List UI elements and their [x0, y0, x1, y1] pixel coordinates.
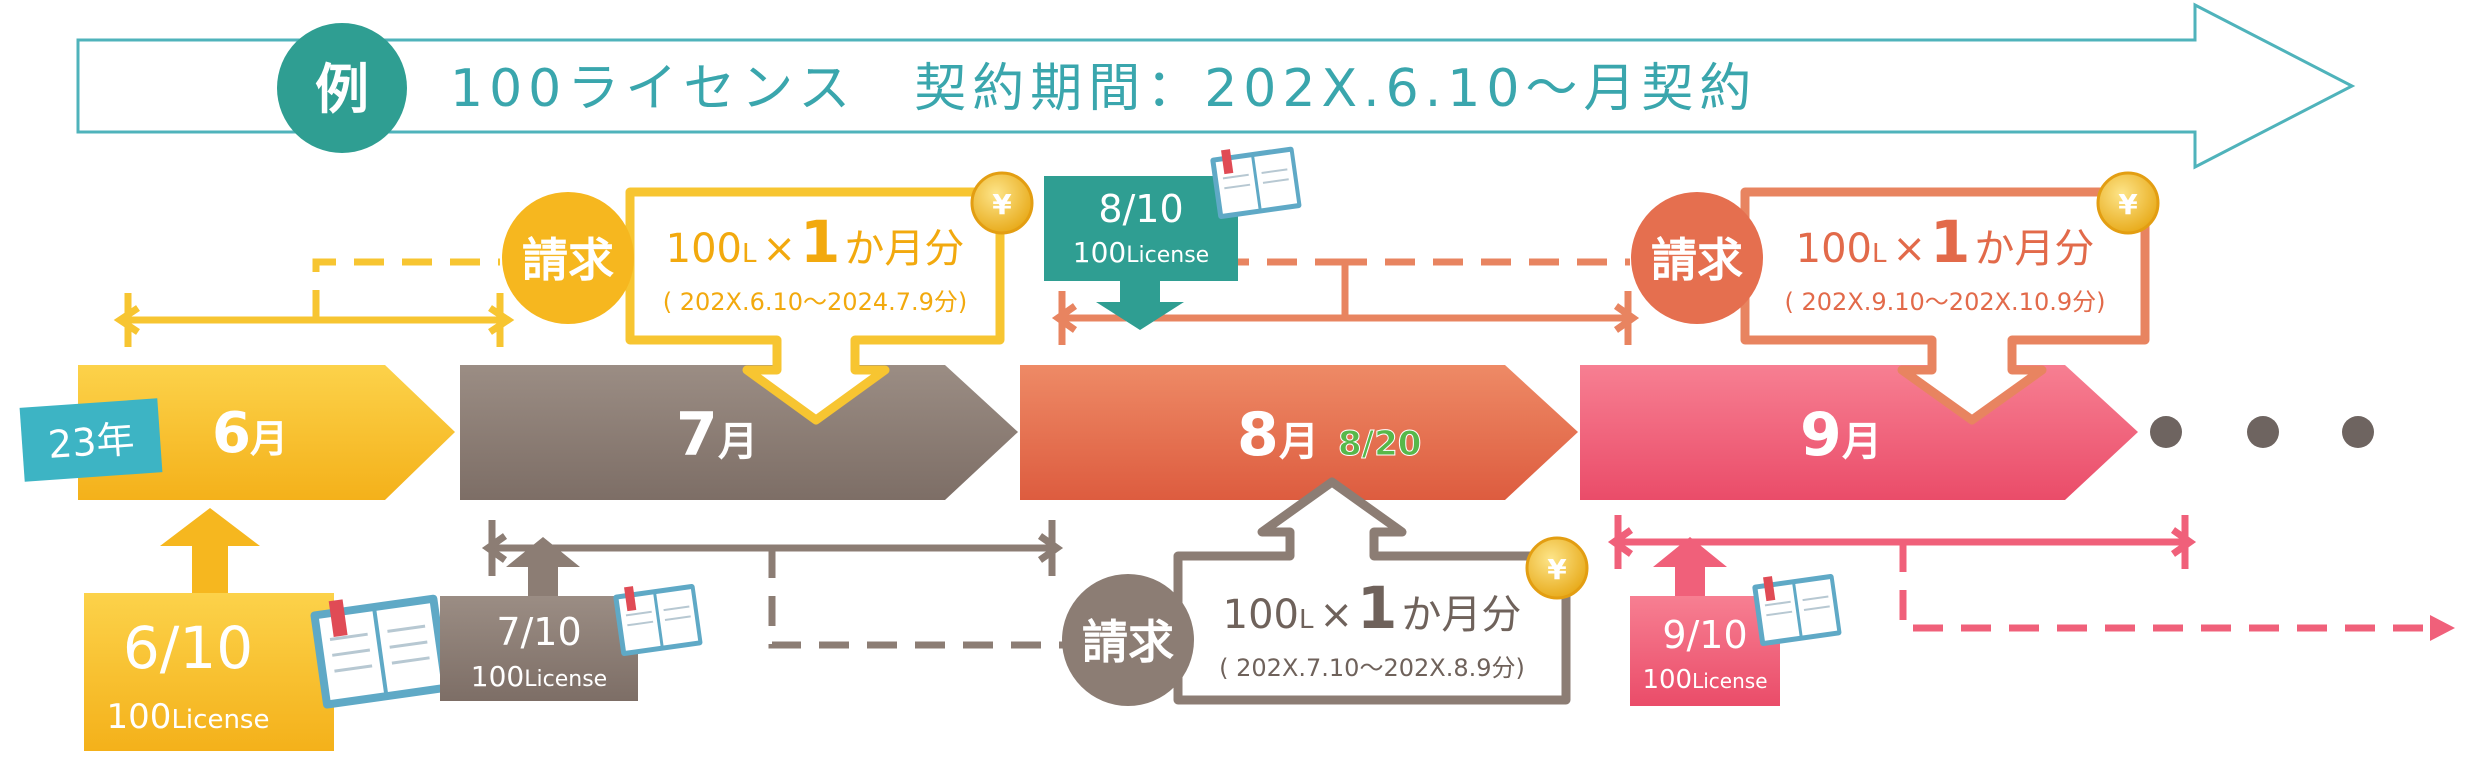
- month-july-unit: 月: [718, 419, 758, 465]
- license-september-date: 9/10: [1662, 613, 1747, 657]
- license-july-count-line: 100License: [471, 660, 607, 693]
- invoice-second-qty: 100: [1223, 592, 1299, 638]
- month-august-extra: 8/20: [1338, 424, 1421, 464]
- license-june-count: 100: [107, 697, 172, 737]
- month-august-num: 8: [1237, 400, 1279, 470]
- license-august-count-line: 100License: [1073, 236, 1209, 269]
- month-september-unit: 月: [1842, 419, 1882, 465]
- book-icon: [1210, 146, 1302, 220]
- book-icon: [310, 594, 450, 709]
- license-june-date: 6/10: [123, 614, 253, 682]
- invoice-second-badge: 請求: [1062, 574, 1194, 706]
- month-july-num: 7: [676, 400, 718, 470]
- invoice-second-suffix: か月分: [1401, 592, 1521, 638]
- month-august: 8 月 8/20: [1020, 365, 1578, 500]
- license-june-unit: License: [171, 705, 269, 735]
- license-september: 9/10 100License: [1630, 537, 1780, 706]
- license-august-unit: License: [1126, 243, 1209, 268]
- example-badge: [277, 23, 407, 153]
- coin-symbol: ¥: [2118, 188, 2138, 221]
- invoice-third-times: ×: [1892, 226, 1926, 272]
- coin-symbol: ¥: [1547, 553, 1567, 586]
- coin-icon: ¥: [1525, 536, 1589, 600]
- invoice-second-times: ×: [1319, 592, 1353, 638]
- header-text: 100ライセンス 契約期間：202X.6.10〜月契約: [450, 59, 1757, 119]
- license-august-date: 8/10: [1098, 187, 1183, 231]
- month-june: 6 月: [78, 365, 455, 500]
- invoice-first-period: ( 202X.6.10〜2024.7.9分): [663, 288, 968, 316]
- invoice-first-months: 1: [800, 208, 840, 276]
- coin-icon: ¥: [2096, 171, 2160, 235]
- june-period-bracket: [113, 258, 515, 347]
- year-tag: 23年: [19, 398, 163, 482]
- invoice-first-times: ×: [762, 226, 796, 272]
- book-icon: [1752, 573, 1842, 647]
- invoice-first-qty-unit: L: [742, 239, 757, 269]
- invoice-first-badge: 請求: [502, 192, 634, 324]
- license-july-unit: License: [524, 667, 607, 692]
- invoice-third-badge-text: 請求: [1651, 233, 1743, 287]
- invoice-third-period: ( 202X.9.10〜202X.10.9分): [1785, 288, 2106, 316]
- year-tag-text: 23年: [47, 417, 136, 467]
- license-july-count: 100: [471, 660, 524, 693]
- month-september: 9 月: [1580, 365, 2138, 500]
- month-july: 7 月: [460, 365, 1018, 500]
- july-period-bracket: [481, 520, 1070, 649]
- license-september-count-line: 100License: [1642, 665, 1767, 695]
- license-august: 8/10 100License: [1044, 176, 1238, 330]
- invoice-second-months: 1: [1357, 574, 1397, 642]
- header: 例 100ライセンス 契約期間：202X.6.10〜月契約: [76, 2, 2356, 170]
- header-arrow: [76, 2, 2356, 170]
- invoice-second-badge-text: 請求: [1082, 615, 1174, 669]
- license-june: 6/10 100License: [84, 508, 334, 751]
- continuation-dots: [2150, 416, 2374, 448]
- license-september-unit: License: [1692, 669, 1767, 693]
- invoice-second-qty-unit: L: [1299, 605, 1314, 635]
- month-june-unit: 月: [250, 417, 288, 461]
- license-september-count: 100: [1642, 665, 1692, 695]
- invoice-third-badge: 請求: [1631, 192, 1763, 324]
- coin-icon: ¥: [970, 171, 1034, 235]
- invoice-third-qty-unit: L: [1872, 239, 1887, 269]
- license-june-count-line: 100License: [107, 697, 270, 737]
- license-july: 7/10 100License: [440, 537, 638, 701]
- month-september-num: 9: [1800, 400, 1842, 470]
- invoice-third-months: 1: [1930, 208, 1970, 276]
- invoice-third-suffix: か月分: [1974, 226, 2094, 272]
- invoice-third-qty: 100: [1796, 226, 1872, 272]
- september-period-bracket: [1607, 515, 2455, 641]
- invoice-first-qty: 100: [666, 226, 742, 272]
- month-june-num: 6: [212, 401, 251, 466]
- invoice-first-suffix: か月分: [844, 226, 964, 272]
- book-icon: [613, 583, 703, 657]
- license-august-count: 100: [1073, 236, 1126, 269]
- month-august-unit: 月: [1279, 419, 1319, 465]
- invoice-second-period: ( 202X.7.10〜202X.8.9分): [1219, 654, 1525, 682]
- example-badge-text: 例: [315, 58, 369, 121]
- coin-symbol: ¥: [992, 188, 1012, 221]
- license-july-date: 7/10: [496, 610, 581, 654]
- invoice-first-badge-text: 請求: [522, 233, 614, 287]
